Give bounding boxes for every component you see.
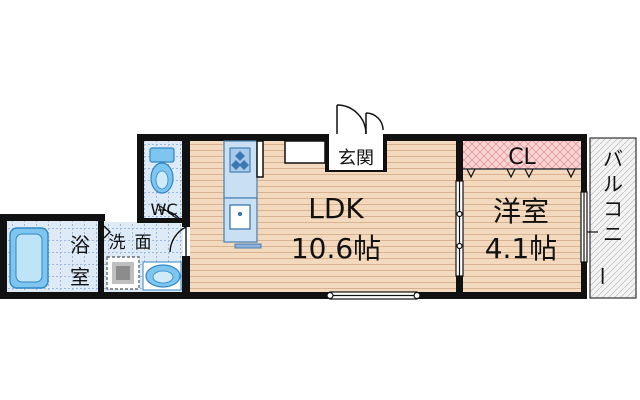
bathroom-door <box>103 225 111 239</box>
entrance-door <box>336 104 384 135</box>
ldk-window <box>326 291 421 300</box>
western-room-size-label: 4.1帖 <box>485 232 558 265</box>
balcony-area <box>589 137 637 299</box>
bathtub-icon <box>9 227 49 289</box>
balcony-window <box>580 191 598 263</box>
ldk-size-label: 10.6帖 <box>291 232 381 265</box>
wc-label: WC <box>151 200 178 219</box>
washroom-label-2: 面 <box>135 233 152 253</box>
western-room-floor <box>460 170 584 294</box>
walls <box>0 134 587 299</box>
closet-area <box>463 141 581 169</box>
bathroom-label-1: 浴 <box>70 233 90 257</box>
washroom-label-1: 洗 <box>109 233 126 253</box>
washing-machine-icon <box>106 256 140 290</box>
wc-door <box>157 205 183 223</box>
western-room-label: 洋室 <box>493 195 549 228</box>
closet-doors <box>463 168 581 179</box>
entrance-floor <box>329 141 383 171</box>
washroom-door <box>169 226 187 256</box>
western-room-sliding-door <box>455 180 464 277</box>
kitchen-counter <box>223 140 264 249</box>
entrance-label: 玄関 <box>338 148 374 169</box>
toilet-icon <box>149 147 175 194</box>
balcony-text: バルコニー <box>590 147 623 286</box>
bathroom-label-2: 室 <box>70 265 90 289</box>
wash-basin-icon <box>142 261 182 291</box>
closet-label: CL <box>508 145 536 170</box>
ldk-label: LDK <box>308 192 364 225</box>
entrance-outline <box>284 140 383 172</box>
balcony-label: バルコニー <box>590 147 623 286</box>
